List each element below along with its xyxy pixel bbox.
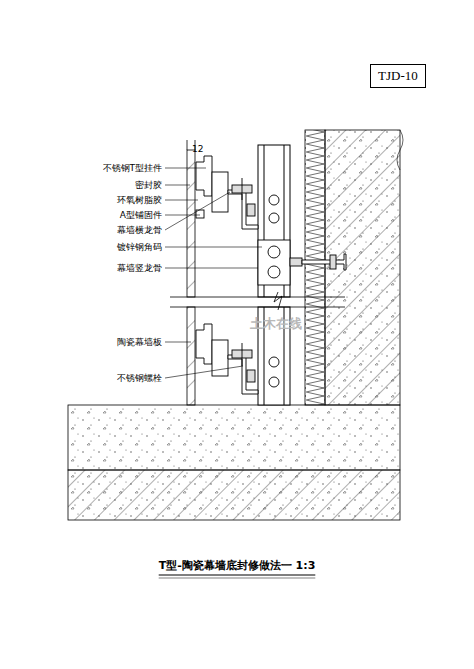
part-label: 密封胶	[135, 180, 162, 191]
drawing-number: TJD-10	[371, 65, 425, 87]
bottom-bracket	[196, 324, 279, 394]
top-bracket	[196, 156, 279, 229]
concrete-wall	[325, 130, 403, 405]
ceramic-panel	[187, 140, 195, 405]
part-label: A型铺固件	[120, 210, 162, 221]
part-label: 环氧树脂胶	[117, 195, 162, 206]
part-label: 幕墙横龙骨	[117, 225, 162, 236]
dimension: 12	[192, 144, 203, 155]
wall-anchor	[258, 240, 346, 285]
leader-line	[165, 168, 262, 378]
part-label: 不锈钢T型挂件	[103, 163, 163, 174]
mullion	[258, 145, 290, 405]
floor-slab	[68, 405, 400, 520]
title-underline	[159, 578, 316, 579]
part-label: 镀锌钢角码	[117, 242, 162, 253]
title-underline	[159, 574, 316, 575]
part-label: 陶瓷幕墙板	[117, 337, 162, 348]
drawing-title: T型-陶瓷幕墙底封修做法一 1:3	[159, 558, 316, 573]
watermark: 土木在线	[250, 318, 302, 329]
insulation	[305, 130, 325, 405]
break-line	[170, 292, 345, 310]
drawing-number-box: TJD-10	[370, 64, 426, 88]
part-label: 不锈钢螺栓	[117, 373, 162, 384]
part-label: 幕墙竖龙骨	[117, 263, 162, 274]
